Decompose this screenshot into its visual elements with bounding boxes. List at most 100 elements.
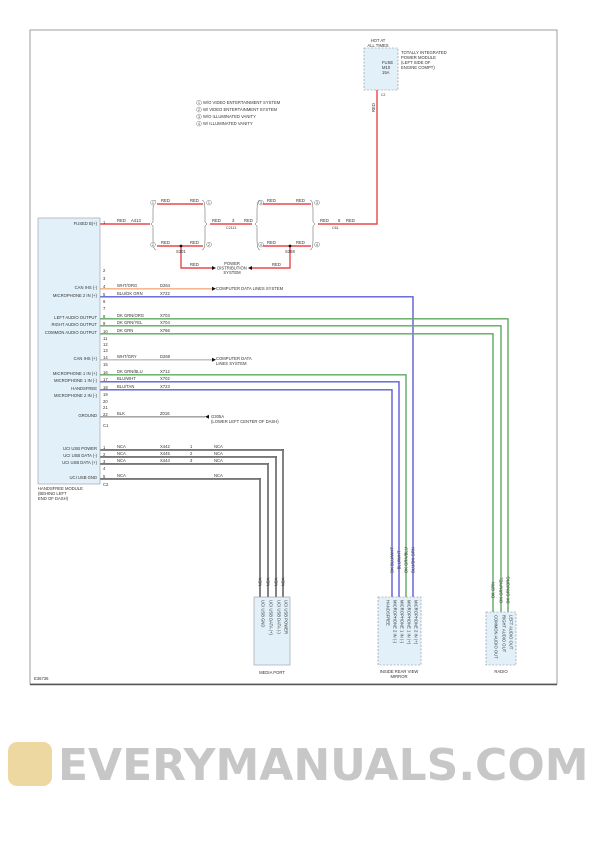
circuit-label: A413: [131, 218, 141, 223]
wire-color-label: RED: [212, 218, 221, 223]
option-number: 1: [152, 201, 154, 205]
wire-color-label: RED: [320, 218, 329, 223]
wire-color-label: DK GRN/BLU: [117, 369, 143, 374]
wire-pin-9: [100, 325, 502, 613]
circuit-label: X702: [160, 376, 170, 381]
circuit-label: X703: [160, 313, 170, 318]
pin-label: UCI USB DATA (-): [63, 453, 97, 458]
pin-label: MICROPHONE 2 IN (+): [53, 293, 98, 298]
splice-dot-icon: [288, 244, 292, 248]
destination-label: COMPUTER DATA: [216, 356, 252, 361]
mirror-pin-label: MICROPHONE 1 IN (+): [407, 600, 412, 645]
watermark: EVERYMANUALS.COM: [8, 740, 589, 791]
circled-number-icon: [258, 242, 264, 248]
arrow-icon: [212, 357, 216, 362]
power-distribution-label: POWER: [224, 261, 240, 266]
wire-color-label: BLU/WHT: [117, 376, 136, 381]
wire-color-label: RED: [190, 198, 199, 203]
usb-wire-core: [100, 456, 277, 597]
pin-label: COMMON AUDIO OUTPUT: [45, 330, 98, 335]
circled-number-icon: [196, 106, 202, 113]
pin-number: 13: [103, 348, 108, 353]
connector-label: C2113: [226, 226, 236, 230]
wire-pin-17: [100, 381, 400, 598]
wire-color-label: DK BLU/WHT: [390, 547, 395, 573]
wire-color-label: RED: [296, 198, 305, 203]
usb-wire-core: [100, 449, 284, 597]
circuit-label: X445: [160, 451, 170, 456]
wire-pin-16: [100, 374, 407, 598]
pin-label: MICROPHONE 1 IN (-): [54, 378, 98, 383]
wire-color-label: NCA: [214, 444, 223, 449]
radio-name: RADIO: [494, 669, 508, 674]
wire-color-label: NCA: [214, 458, 223, 463]
wire-color-label: NCA: [214, 451, 223, 456]
circuit-label: X442: [160, 444, 170, 449]
legend-text: W/ ILLUMINATED VANITY: [203, 121, 253, 126]
circuit-label: X444: [160, 458, 170, 463]
pin-label: UCI USB DATA (+): [62, 460, 97, 465]
power-distribution-label: SYSTEM: [223, 270, 241, 275]
pin-number: 5: [103, 292, 106, 297]
wire-color-label: DK GRN/YEL: [499, 577, 504, 603]
circuit-label: X723: [160, 384, 170, 389]
circuit-label: X722: [160, 291, 170, 296]
pin-number: 22: [103, 412, 108, 417]
pin-label: MICROPHONE 2 IN (-): [54, 393, 98, 398]
media-port-box: [253, 596, 291, 666]
wire-color-label: RED: [267, 198, 276, 203]
circuit-label: D269: [160, 354, 171, 359]
pin-number: 1: [190, 444, 193, 449]
wire-color-label: DK GRN: [117, 328, 133, 333]
legend-text: W/O VIDEO ENTERTAINMENT SYSTEM: [203, 100, 281, 105]
wire-color-label: RED: [346, 218, 355, 223]
circled-number-icon: [314, 242, 320, 248]
circuit-label: X712: [160, 369, 170, 374]
splice-label: S301: [176, 249, 186, 254]
wire-color-label: NCA: [214, 473, 223, 478]
power-module-label: (LEFT SIDE OF: [401, 60, 431, 65]
pin-number: 11: [103, 336, 108, 341]
pin-label: CAN IHS (-): [75, 285, 98, 290]
option-number: 2: [152, 243, 154, 247]
wire-color-label: DK GRN: [491, 582, 496, 598]
media-port-name: MEDIA PORT: [259, 670, 285, 675]
option-number: 3: [198, 115, 200, 119]
pin-label: GROUND: [78, 413, 97, 418]
pin-label: MICROPHONE 1 IN (+): [53, 371, 98, 376]
wire-color-label: NCA: [266, 577, 271, 586]
pin-number: 14: [103, 355, 108, 360]
watermark-text: EVERYMANUALS.COM: [58, 740, 589, 791]
connector-label: C2: [381, 93, 385, 97]
ground-label: (LOWER LEFT CENTER OF DASH): [211, 419, 279, 424]
watermark-logo-icon: [8, 742, 52, 786]
radio-pin-label: COMMON AUDIO OUT: [494, 615, 499, 659]
pin-number: 20: [103, 399, 108, 404]
mirror-box: [377, 596, 422, 666]
arrow-icon: [205, 414, 209, 419]
power-module-label: POWER MODULE: [401, 55, 436, 60]
wire: [180, 246, 212, 269]
wire-color-label: BLU/DK GRN: [411, 547, 416, 573]
mirror-pin-label: MICROPHONE 2 IN (+): [414, 600, 419, 645]
circled-number-icon: [206, 242, 212, 248]
pin-label: UCI USB POWER: [63, 446, 97, 451]
power-wire: [318, 90, 378, 225]
option-number: 1: [198, 101, 200, 105]
wire-color-label: NCA: [274, 577, 279, 586]
option-number: 4: [198, 122, 200, 126]
pin-number: 5: [103, 474, 106, 479]
wire-color-label: DK GRN/ORG: [117, 313, 144, 318]
pin-number: 21: [103, 405, 108, 410]
power-module-box: [363, 47, 399, 91]
module-name: END OF DASH): [38, 496, 69, 501]
option-number: 4: [316, 243, 318, 247]
mirror-name: INSIDE REAR VIEW: [380, 669, 419, 674]
pin-number: 3: [103, 459, 106, 464]
pin-number: 9: [103, 321, 106, 326]
option-number: 2: [198, 108, 200, 112]
wire-color-label: RED: [267, 240, 276, 245]
power-module-label: TOTALLY INTEGRATED: [401, 50, 447, 55]
wire-color-label: BLU/WHT: [397, 550, 402, 569]
